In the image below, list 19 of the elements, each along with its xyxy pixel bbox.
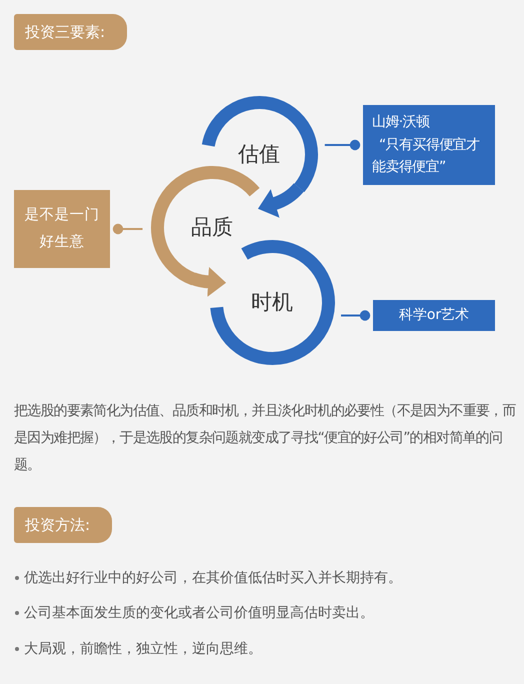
note-card: 是不是一门好生意 — [14, 190, 110, 268]
leader-line — [324, 140, 360, 150]
person-name: 山姆·沃顿 — [372, 113, 430, 132]
body-paragraph: 把选股的要素简化为估值、品质和时机，并且淡化时机的必要性（不是因为不重要，而是因为难把握），于是选股的复杂问题就变成了寻找“便宜的好公司”的相对简单的问题。 — [14, 402, 517, 475]
list-item-text: 优选出好行业中的好公司，在其价值低估时买入并长期持有。 — [24, 569, 403, 588]
leader-line — [112, 224, 143, 234]
ring-label: 估值 — [237, 141, 281, 167]
list-item-text: 公司基本面发生质的变化或者公司价值明显高估时卖出。 — [24, 604, 375, 623]
arrow — [258, 182, 304, 218]
list-item-text: 大局观，前瞻性，独立性，逆向思维。 — [24, 640, 263, 659]
leader-line — [341, 310, 370, 321]
section-heading: 投资三要素: — [14, 14, 127, 50]
quote-card — [363, 105, 495, 185]
ring-label: 时机 — [250, 289, 294, 315]
arrow — [191, 266, 226, 297]
note-card: 科学or艺术 — [373, 300, 495, 331]
quote-text: “只有买得便宜才能卖得便宜” — [372, 136, 480, 178]
section-heading: 投资方法: — [14, 507, 112, 543]
ring-label: 品质 — [190, 214, 234, 240]
